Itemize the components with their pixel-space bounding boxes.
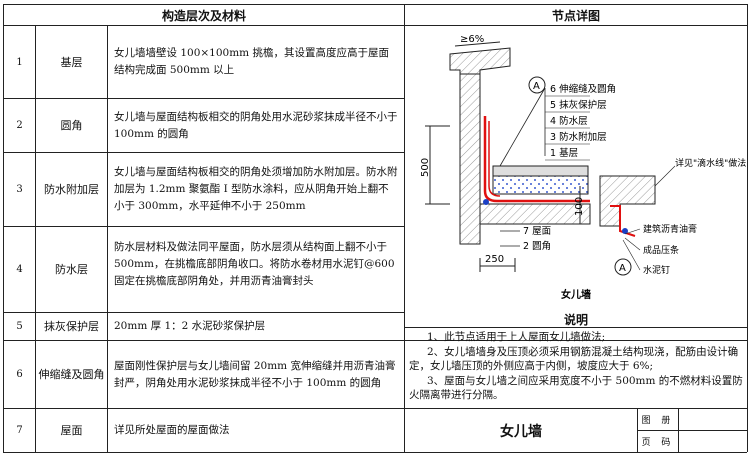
insulation-layer xyxy=(492,175,589,195)
row-5-layer-name: 抹灰保护层 xyxy=(44,320,99,333)
row-2-description: 女儿墙与屋面结构板相交的阴角处用水泥砂浆抹成半径不小于 100mm 的圆角 xyxy=(114,110,398,140)
row-7-number: 7 xyxy=(16,425,23,436)
notes-body: 1、此节点适用于上人屋面女儿墙做法; 2、女儿墙墙身及压顶必须采用钢筋混凝土结构… xyxy=(409,330,743,403)
table-header-detail: 节点详图 xyxy=(551,8,600,23)
layer-label-4: 4 防水层 xyxy=(550,115,588,127)
row-2-layer-name: 圆角 xyxy=(60,119,83,132)
titleblock-sheet-label: 图 册 xyxy=(641,416,675,426)
parapet-detail-drawing: ≥6% 500 100 250 A 6 伸缩缝及圆角 5 抹灰保护层 4 防水层… xyxy=(420,34,746,301)
row-4-layer-name: 防水层 xyxy=(55,263,88,276)
titleblock-name: 女儿墙 xyxy=(500,423,542,440)
note-3: 3、屋面与女儿墙之间应采用宽度不小于 500mm 的不燃材料设置防火隔离带进行分… xyxy=(409,374,743,402)
slope-label: ≥6% xyxy=(460,34,484,45)
label-roof: 7 屋面 xyxy=(523,226,551,237)
callout-drip: 详见"滴水线"做法 xyxy=(675,157,746,169)
callout-asphalt: 建筑沥青油膏 xyxy=(643,223,697,235)
layer-label-5: 5 抹灰保护层 xyxy=(550,99,607,111)
layer-label-6: 6 伸缩缝及圆角 xyxy=(550,83,616,95)
row-7-description: 详见所处屋面的屋面做法 xyxy=(114,424,230,436)
parapet-wall xyxy=(459,73,481,245)
row-5-description: 20mm 厚 1：2 水泥砂浆保护层 xyxy=(114,320,266,332)
detail-caption: 女儿墙 xyxy=(561,288,591,301)
circle-a-label: A xyxy=(533,81,540,92)
waterproof-line xyxy=(483,116,590,203)
callout-wall-detail xyxy=(599,175,656,227)
row-3-description: 女儿墙与屋面结构板相交的阴角处须增加防水附加层。防水附加层为 1.2mm 聚氨酯… xyxy=(114,166,398,212)
row-2-number: 2 xyxy=(16,120,23,131)
row-1-number: 1 xyxy=(16,56,23,68)
row-6-description: 屋面刚性保护层与女儿墙间留 20mm 宽伸缩缝并用沥青油膏封严，阴角处用水泥砂浆… xyxy=(114,359,396,389)
roof-slab xyxy=(479,203,591,225)
row-4-description: 防水层材料及做法同平屋面，防水层须从结构面上翻不小于500mm，在挑檐底部阴角收… xyxy=(114,241,395,287)
notes-title: 说明 xyxy=(563,313,588,327)
row-3-number: 3 xyxy=(16,184,23,195)
label-fillet: 2 圆角 xyxy=(523,240,551,252)
row-6-layer-name: 伸缩缝及圆角 xyxy=(38,368,105,381)
dim-500: 500 xyxy=(420,158,431,177)
layer-label-3: 3 防水附加层 xyxy=(550,131,607,143)
row-1-layer-name: 基层 xyxy=(60,55,83,69)
row-6-number: 6 xyxy=(16,369,23,380)
row-1-description: 女儿墙墙壁设 100×100mm 挑檐，其设置高度应高于屋面结构完成面 500m… xyxy=(114,47,389,76)
titleblock-page-label: 页 码 xyxy=(641,438,675,448)
note-1: 1、此节点适用于上人屋面女儿墙做法; xyxy=(427,331,606,343)
callout-roll: 成品压条 xyxy=(643,244,679,256)
row-3-layer-name: 防水附加层 xyxy=(44,183,99,196)
callout-nail: 水泥钉 xyxy=(643,264,670,276)
coping-cap xyxy=(449,47,511,75)
layer-label-1: 1 基层 xyxy=(550,147,578,159)
dim-250: 250 xyxy=(485,254,504,265)
note-2: 2、女儿墙墙身及压顶必须采用钢筋混凝土结构现浇，配筋由设计确定，女儿墙压顶的外侧… xyxy=(409,345,739,373)
row-5-number: 5 xyxy=(16,321,23,332)
table-header-materials: 构造层次及材料 xyxy=(161,8,246,23)
row-7-layer-name: 屋面 xyxy=(60,424,83,437)
dim-100: 100 xyxy=(574,197,585,216)
row-4-number: 4 xyxy=(16,264,23,275)
callout-a-label: A xyxy=(619,263,626,274)
